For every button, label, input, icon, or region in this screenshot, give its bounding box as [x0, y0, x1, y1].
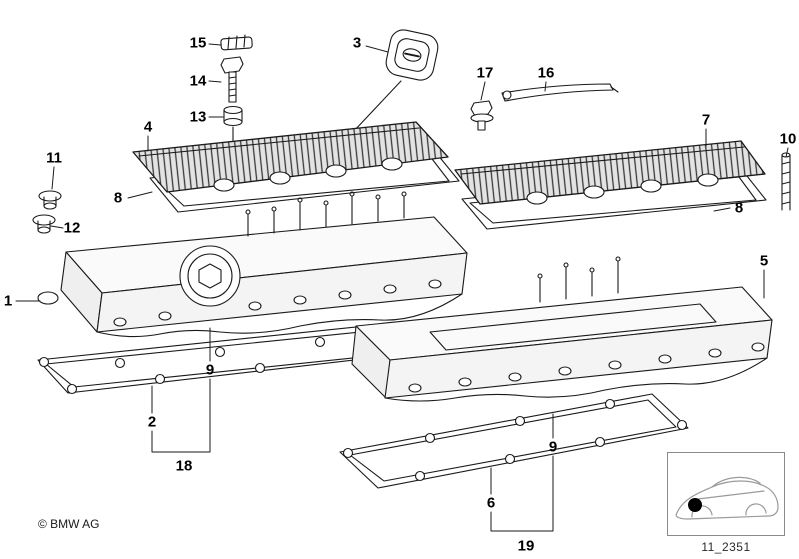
location-dot: [688, 498, 702, 512]
stud-part-10: [781, 152, 791, 211]
drawing-number: 11_2351: [701, 540, 751, 554]
callout-17: 17: [476, 64, 494, 82]
callout-12: 12: [63, 219, 81, 237]
callout-19: 19: [517, 537, 535, 555]
callout-8-right: 8: [734, 199, 744, 217]
callout-18: 18: [175, 457, 193, 475]
callout-9-left: 9: [205, 361, 215, 379]
callout-15: 15: [189, 34, 207, 52]
valve-cover-left-part-1: [37, 191, 468, 338]
valve-cover-gasket-right-part-6: [339, 393, 689, 489]
leader-lines: [15, 43, 789, 532]
vehicle-thumbnail: [667, 452, 785, 536]
valve-cover-right-part-5: [351, 256, 773, 402]
callout-1: 1: [3, 292, 13, 310]
callout-9-right: 9: [548, 438, 558, 456]
callout-6: 6: [486, 494, 496, 512]
vehicle-sketch: [675, 476, 779, 520]
bolt-part-17: [470, 100, 494, 131]
trim-cover-right-part-7: [454, 140, 766, 205]
copyright-text: © BMW AG: [38, 517, 100, 531]
grommets-part-11-12: [32, 190, 62, 234]
callout-13: 13: [189, 108, 207, 126]
bolt-part-14: [220, 56, 244, 103]
callout-10: 10: [779, 130, 797, 148]
callout-4: 4: [143, 118, 153, 136]
callout-16: 16: [537, 64, 555, 82]
trim-cover-left-part-4: [132, 121, 449, 193]
callout-5: 5: [759, 252, 769, 270]
callout-11: 11: [46, 149, 62, 167]
bracket-part-16: [501, 83, 619, 102]
callout-2: 2: [147, 413, 157, 431]
callout-7: 7: [701, 111, 711, 129]
clamp-part-15: [220, 34, 253, 51]
callout-8-left: 8: [113, 189, 123, 207]
callout-3: 3: [352, 34, 362, 52]
callout-14: 14: [189, 72, 207, 90]
